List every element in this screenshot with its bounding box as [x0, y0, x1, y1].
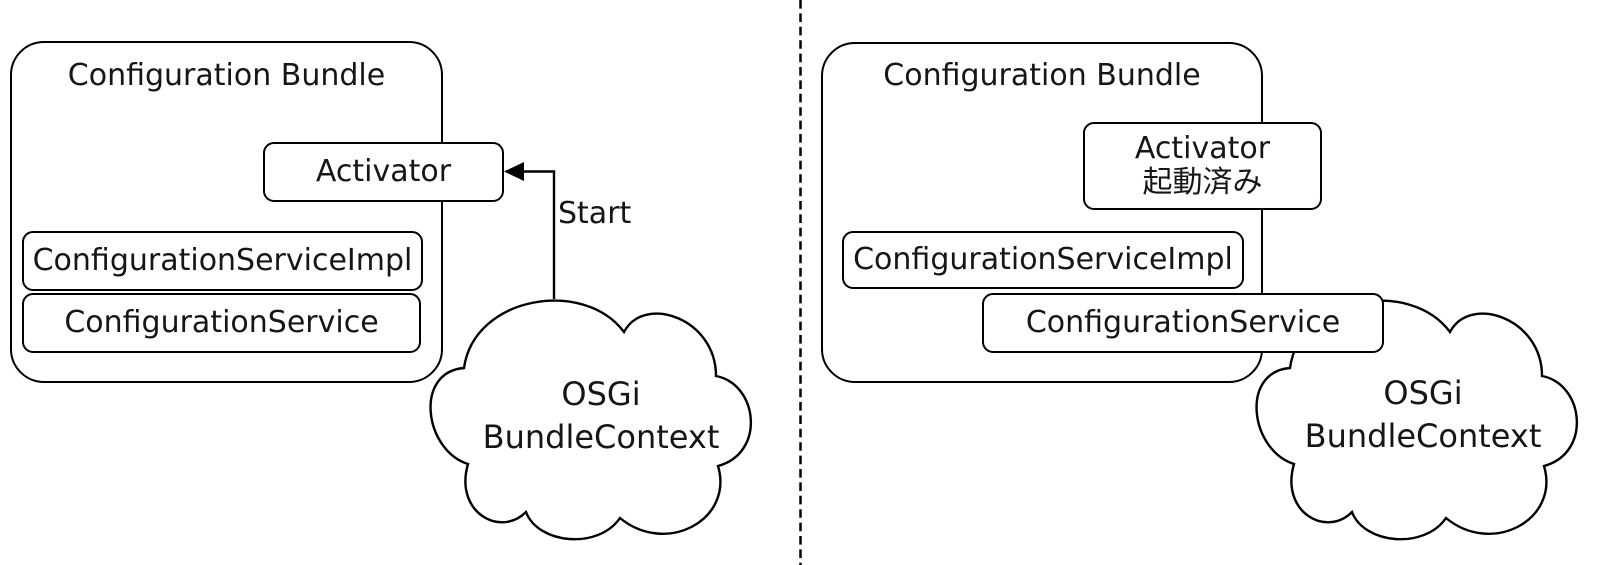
configuration-service-label-left: ConfigurationService: [64, 305, 379, 340]
configuration-service-impl-box-right: ConfigurationServiceImpl: [842, 231, 1244, 289]
osgi-bundlecontext-label-right: OSGi BundleContext: [1262, 372, 1584, 458]
activator-label-left: Activator: [315, 154, 452, 189]
configuration-bundle-container-left: [10, 41, 443, 383]
configuration-service-label-right: ConfigurationService: [1025, 305, 1341, 340]
configuration-service-impl-box-left: ConfigurationServiceImpl: [22, 231, 423, 291]
start-arrow: [504, 162, 556, 299]
osgi-label-line2-right: BundleContext: [1304, 417, 1542, 455]
osgi-label-line2-left: BundleContext: [482, 418, 720, 456]
configuration-service-impl-label-left: ConfigurationServiceImpl: [32, 243, 413, 278]
activator-status-label: 起動済み: [1142, 165, 1263, 200]
osgi-label-line1-right: OSGi: [1383, 374, 1463, 412]
activator-box-left: Activator: [263, 142, 504, 202]
start-arrow-label: Start: [558, 196, 632, 231]
bundle-title-left: Configuration Bundle: [67, 58, 386, 93]
configuration-service-box-right: ConfigurationService: [982, 293, 1384, 353]
start-arrowhead-icon: [504, 162, 524, 181]
configuration-service-box-left: ConfigurationService: [22, 293, 421, 353]
start-arrow-line: [522, 170, 556, 299]
osgi-bundlecontext-label-left: OSGi BundleContext: [440, 373, 762, 459]
osgi-bundlecontext-cloud-right: [1255, 299, 1579, 541]
activator-label-right: Activator: [1134, 131, 1271, 166]
osgi-bundlecontext-cloud-left: [429, 299, 753, 541]
osgi-label-line1-left: OSGi: [561, 375, 641, 413]
configuration-service-impl-label-right: ConfigurationServiceImpl: [853, 242, 1233, 277]
bundle-title-right: Configuration Bundle: [883, 58, 1201, 93]
configuration-bundle-container-right: [821, 42, 1263, 383]
activator-box-right: Activator 起動済み: [1083, 122, 1322, 210]
